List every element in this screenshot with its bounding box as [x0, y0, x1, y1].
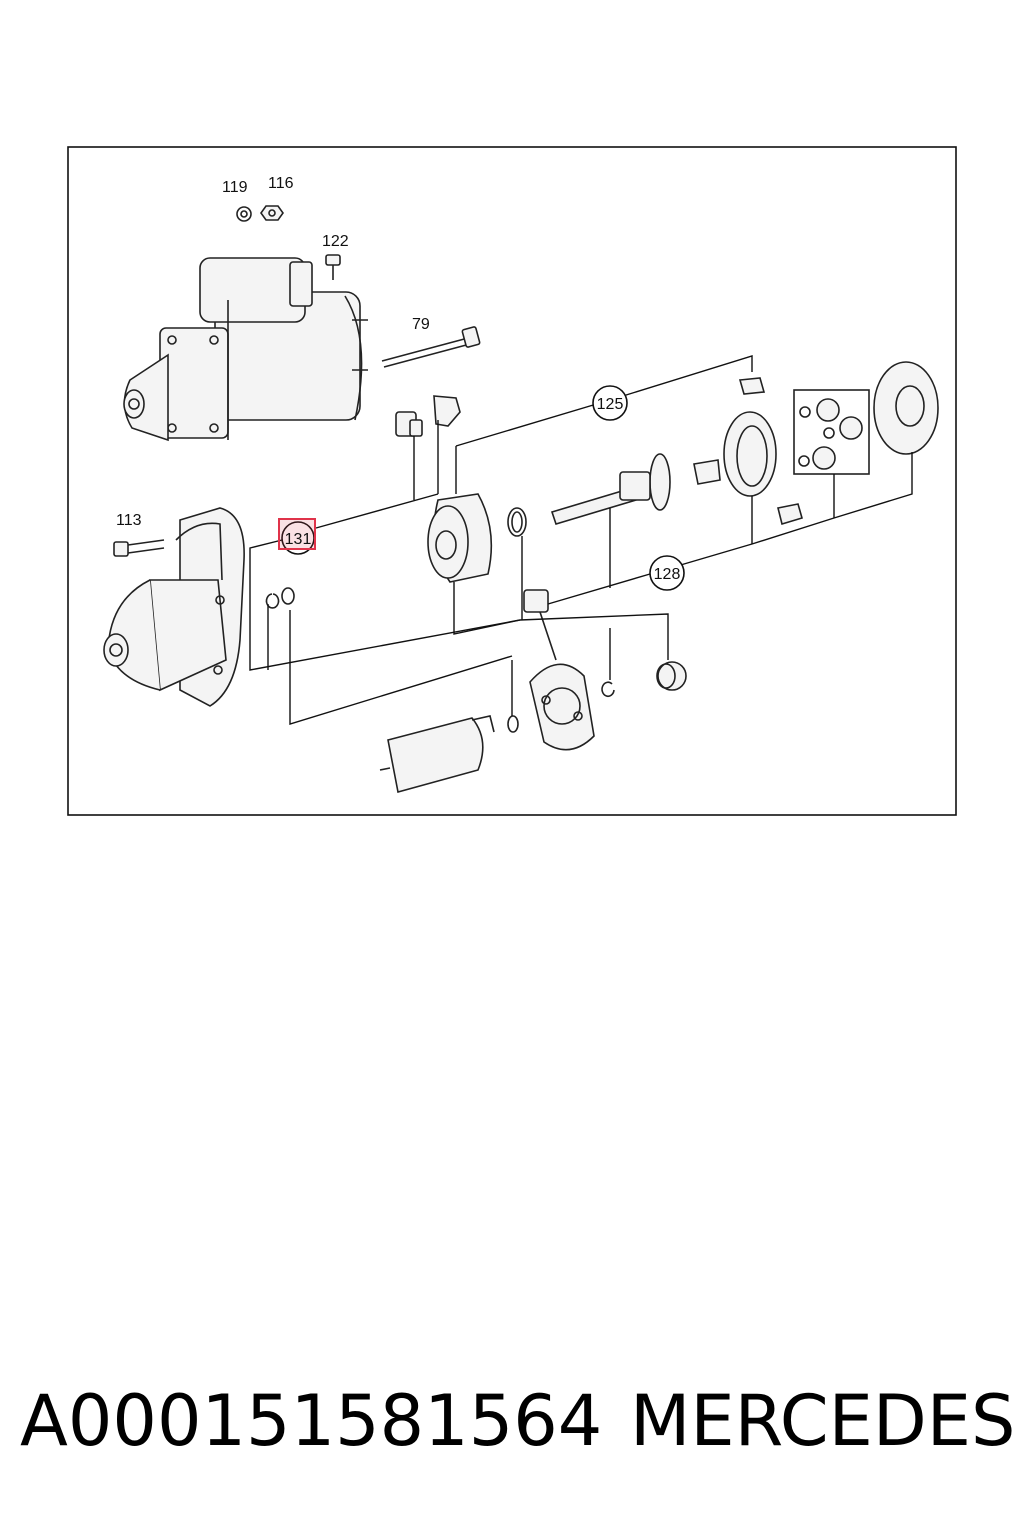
screw-122 [325, 254, 341, 280]
brush-plate [523, 589, 595, 751]
starter-motor-assembled [123, 257, 368, 442]
starter-housing [103, 507, 245, 707]
label-131: 131 [285, 531, 312, 548]
label-113: 113 [116, 512, 142, 529]
highlight-box-131 [278, 518, 316, 550]
end-plate [873, 361, 939, 455]
leader-lines [249, 355, 913, 725]
circlips [265, 587, 295, 609]
label-125: 125 [597, 396, 624, 413]
nut-116 [260, 205, 284, 221]
bolt-113 [113, 539, 165, 557]
small-clip [601, 681, 615, 698]
label-116: 116 [268, 175, 294, 192]
part-number: A000151581564 [20, 1380, 603, 1462]
ring-gear [723, 377, 803, 526]
planet-gears-box [793, 389, 870, 475]
bushing [656, 661, 687, 691]
label-122: 122 [322, 233, 349, 250]
brush-spring-clip [693, 459, 721, 485]
small-washer [507, 715, 519, 733]
brush-holder-part [395, 411, 423, 437]
callout-125: 125 [592, 385, 628, 421]
bolt-79 [381, 326, 481, 368]
armature [379, 715, 495, 794]
caption: A000151581564 MERCEDES [0, 1376, 1024, 1466]
brand-name: MERCEDES [630, 1380, 1016, 1462]
end-cover [427, 493, 493, 583]
callout-128: 128 [649, 555, 685, 591]
shaft [550, 453, 671, 525]
o-ring [507, 507, 527, 537]
washer-119 [236, 206, 252, 222]
label-128: 128 [654, 566, 681, 583]
callout-131-highlighted: 131 [278, 518, 316, 555]
bracket-part [433, 395, 461, 427]
label-119: 119 [222, 179, 248, 196]
label-79: 79 [412, 316, 430, 333]
